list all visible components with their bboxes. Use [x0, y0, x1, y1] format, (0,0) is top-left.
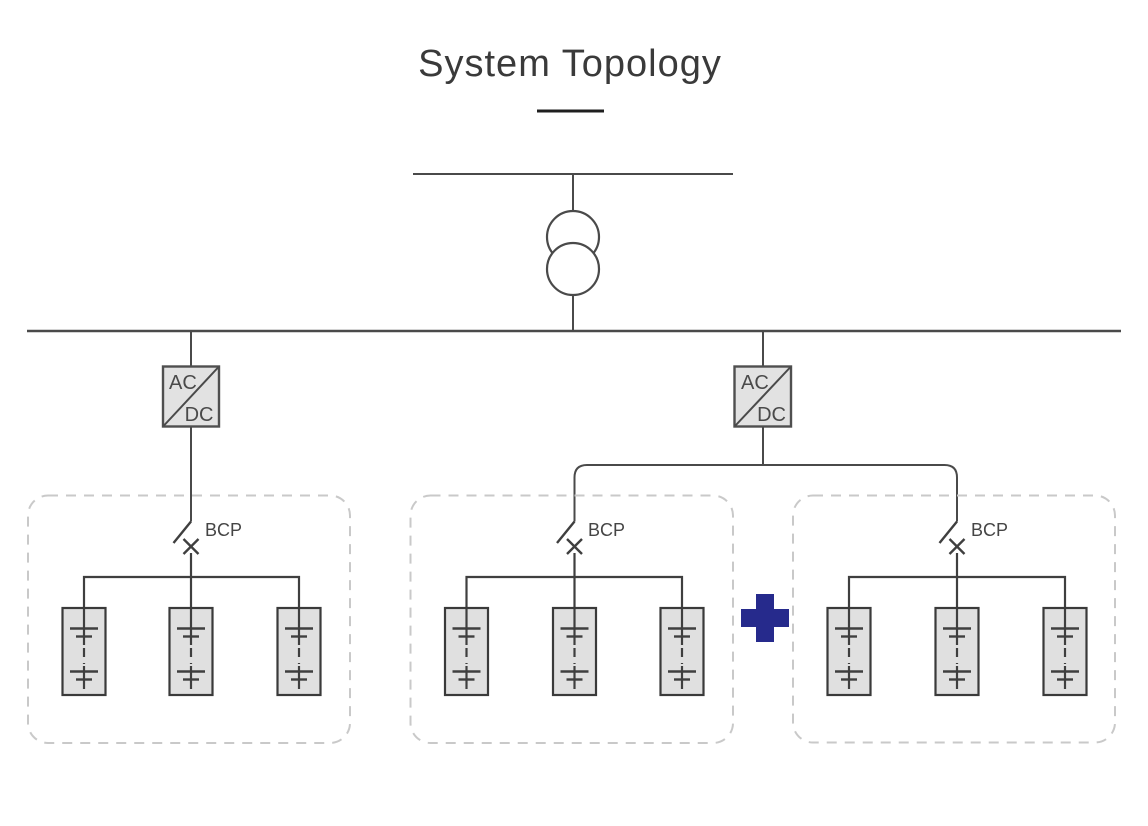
converter-diagonal: [734, 366, 792, 427]
group-border: [27, 494, 351, 744]
converter-ac-label: AC: [169, 372, 197, 394]
breaker-label: BCP: [971, 520, 1008, 540]
page-title: System Topology: [418, 43, 722, 85]
converter-dc-label: DC: [185, 404, 214, 426]
battery-group-1: BCP: [27, 494, 351, 744]
battery-icon: [61, 606, 107, 697]
breaker-icon: [555, 520, 584, 579]
battery-icon: [1042, 606, 1088, 697]
battery-icon: [551, 606, 598, 697]
converter-left: AC DC: [161, 365, 221, 428]
battery-icon: [826, 606, 872, 697]
converter-dc-label: DC: [757, 404, 786, 426]
branch-connector-path: [573, 464, 958, 522]
battery-icon: [276, 606, 322, 697]
battery-group-2: BCP: [409, 494, 734, 744]
title-underline: [537, 109, 604, 113]
converter-right: AC DC: [733, 365, 793, 428]
group-bus-line: [82, 575, 301, 608]
transformer-icon: [545, 209, 601, 297]
breaker-label: BCP: [588, 520, 625, 540]
group-bus-line: [465, 575, 684, 608]
battery-icon: [443, 606, 490, 697]
breaker-icon: [172, 520, 200, 579]
converter-ac-label: AC: [741, 372, 769, 394]
group-border: [409, 494, 734, 744]
battery-icon: [934, 606, 980, 697]
breaker-icon: [938, 520, 966, 579]
plus-icon: [741, 594, 789, 642]
battery-group-3: BCP: [792, 494, 1116, 744]
battery-icon: [168, 606, 214, 697]
converter-diagonal: [162, 366, 220, 427]
group-border: [792, 494, 1116, 744]
breaker-label: BCP: [205, 520, 242, 540]
group-bus-line: [847, 575, 1067, 608]
battery-icon: [659, 606, 705, 697]
